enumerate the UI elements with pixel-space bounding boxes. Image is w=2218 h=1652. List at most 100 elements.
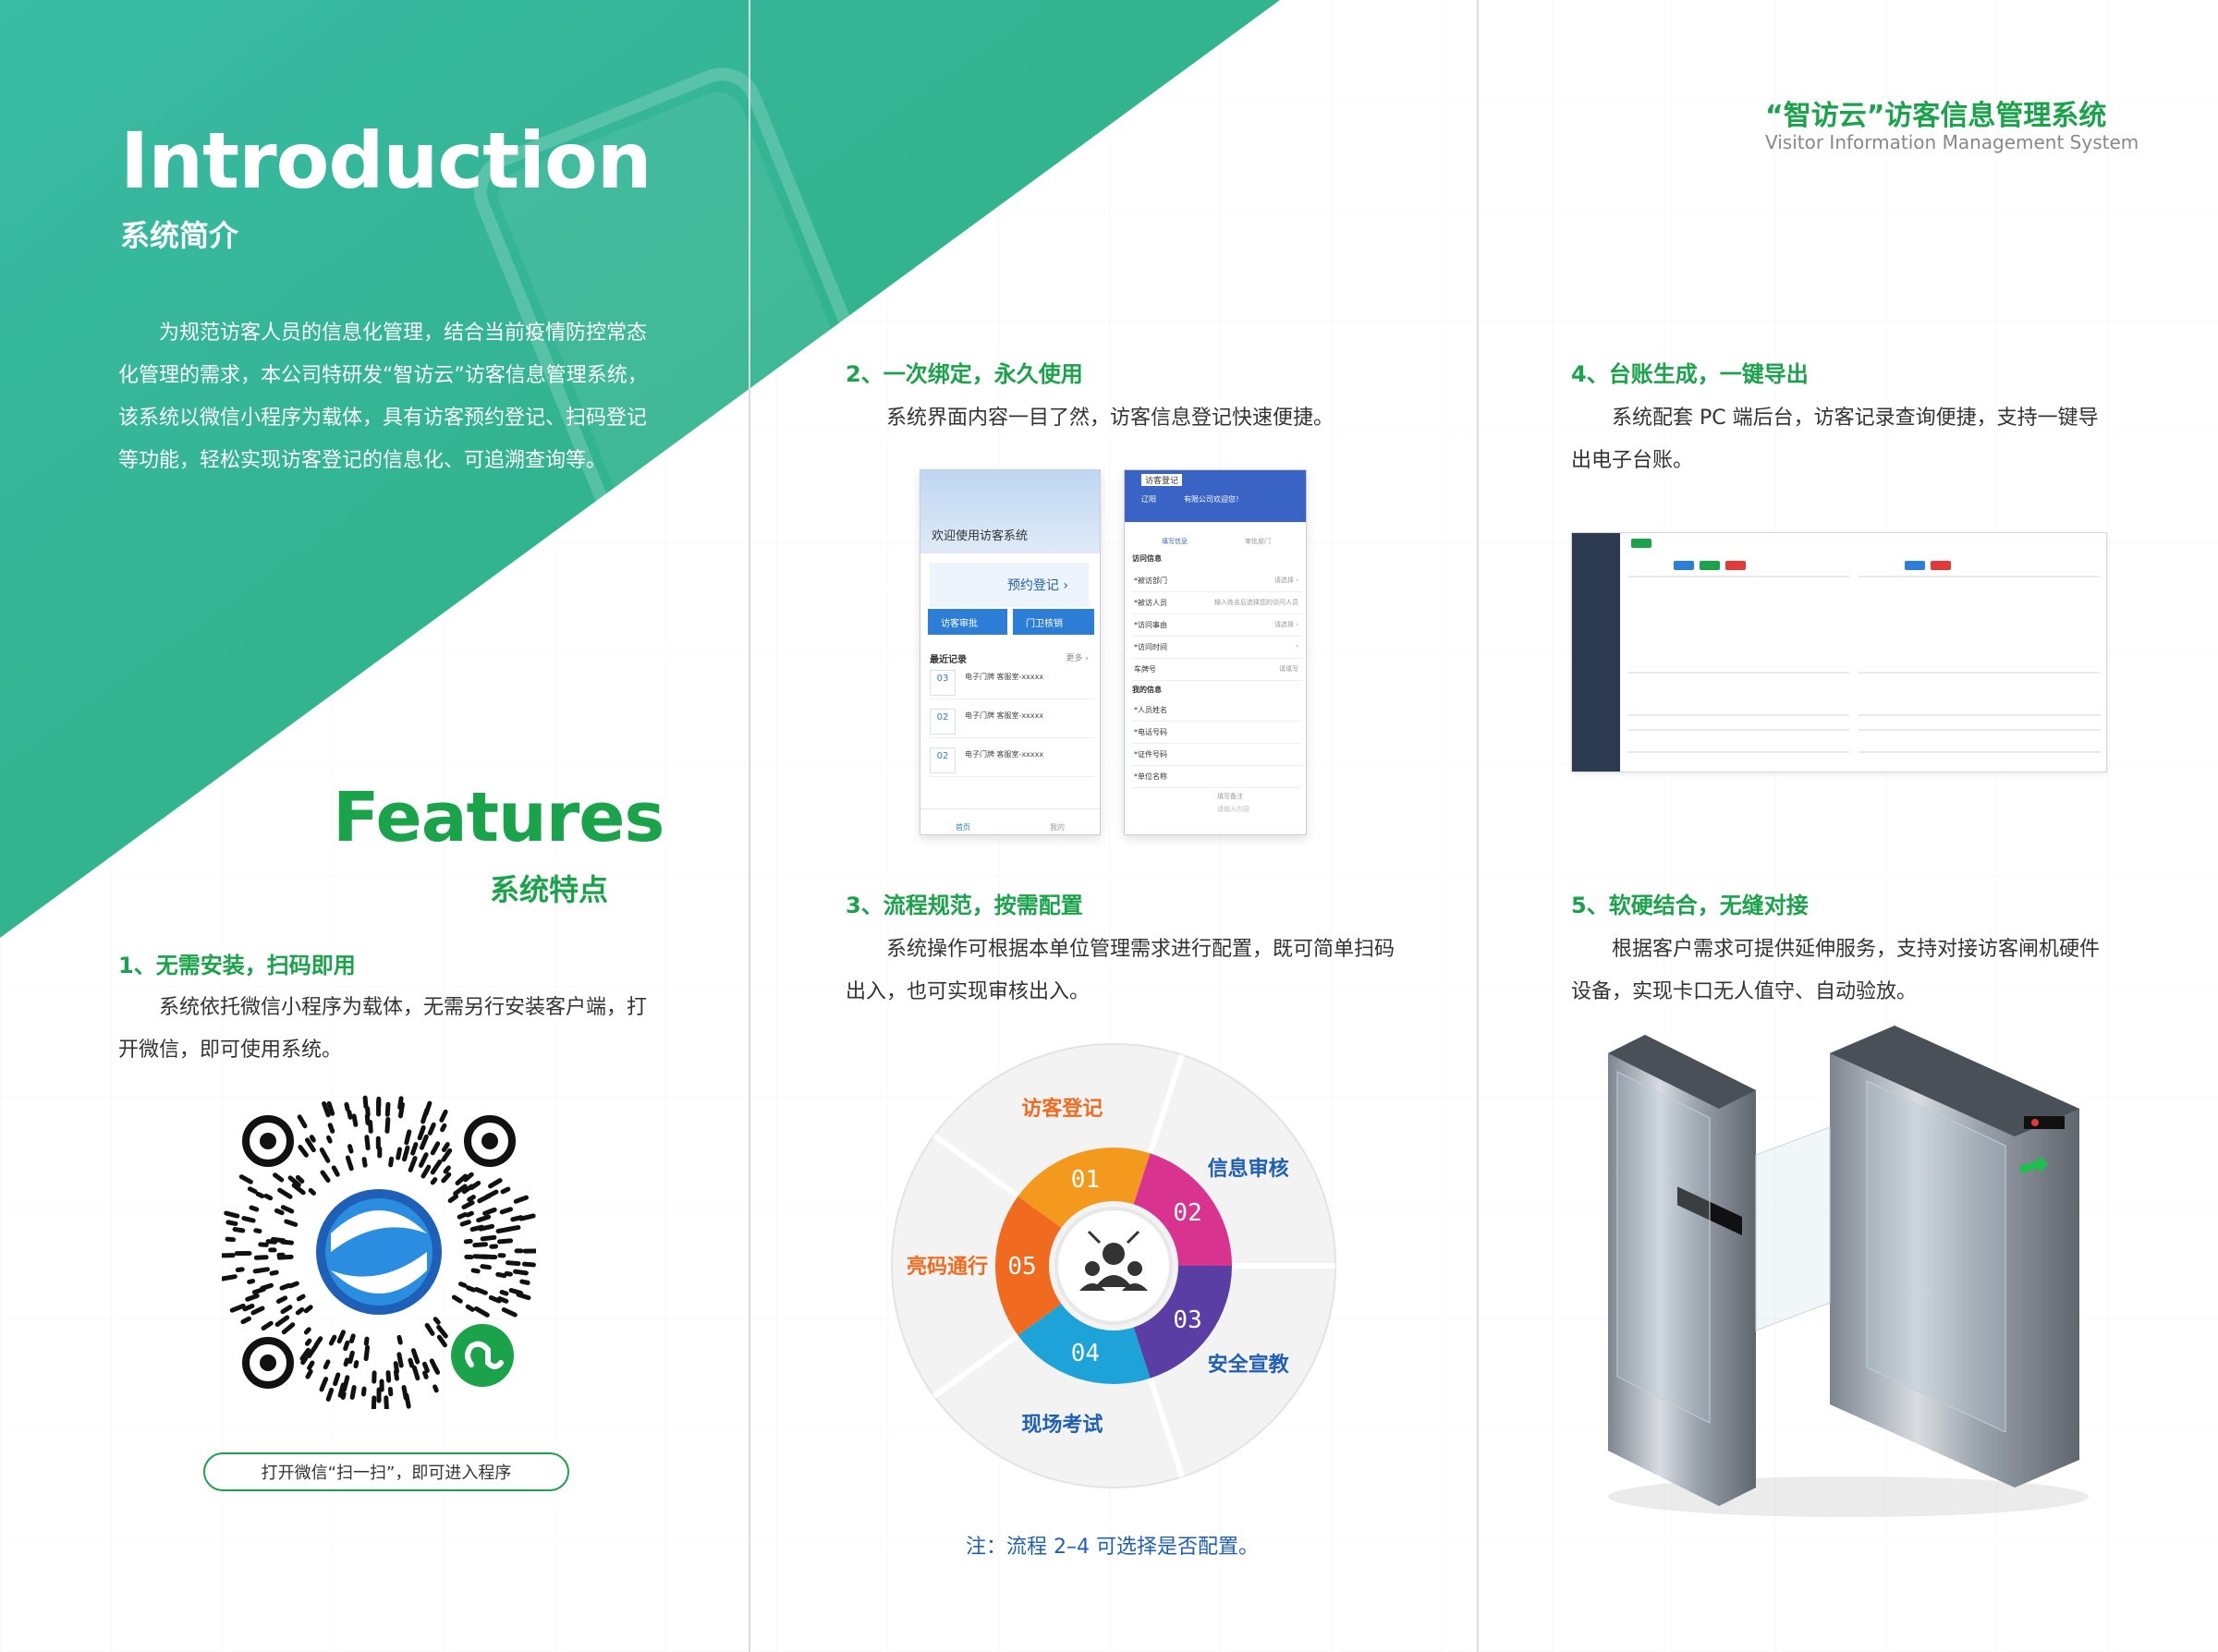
remark-input[interactable]: 请输入内容 bbox=[1217, 806, 1249, 813]
field-value: 请填写 bbox=[1279, 665, 1298, 673]
phone-screenshot-home: 欢迎使用访客系统 预约登记 › 访客审批 门卫核销 最近记录 更多 › 03 电… bbox=[920, 469, 1101, 835]
wheel-step-label: 安全宣教 bbox=[1208, 1353, 1290, 1377]
record-day: 02 bbox=[930, 747, 956, 773]
admin-table-line bbox=[1858, 729, 2101, 731]
mini-program-qr-code[interactable] bbox=[222, 1095, 536, 1409]
wheel-step-label: 现场考试 bbox=[1021, 1414, 1103, 1437]
wheel-divider bbox=[932, 1332, 1020, 1399]
features-title: Features bbox=[333, 778, 664, 857]
form-field[interactable]: *被访部门请选择 › bbox=[1132, 570, 1302, 592]
recent-records-heading: 最近记录 bbox=[930, 655, 967, 665]
wheel-step-label: 信息审核 bbox=[1208, 1157, 1289, 1181]
record-row[interactable]: 02 电子门牌 客服室-xxxxx bbox=[930, 705, 1094, 738]
field-label: *单位名称 bbox=[1134, 772, 1167, 781]
field-value: 请选择 › bbox=[1274, 577, 1298, 584]
intro-subtitle: 系统简介 bbox=[120, 218, 239, 253]
admin-table-line bbox=[1627, 576, 1849, 577]
admin-search-button bbox=[1905, 561, 1925, 570]
fold-line-1 bbox=[749, 0, 750, 1652]
record-day: 02 bbox=[930, 709, 956, 735]
mini-program-icon bbox=[451, 1324, 514, 1387]
tab-me[interactable]: 我的 bbox=[1050, 823, 1065, 832]
feature-3-title: 3、流程规范，按需配置 bbox=[846, 893, 1083, 918]
feature-5-title: 5、软硬结合，无缝对接 bbox=[1571, 893, 1809, 918]
step-2: 审批部门 bbox=[1245, 538, 1271, 545]
process-note: 注：流程 2–4 可选择是否配置。 bbox=[966, 1536, 1259, 1559]
form-group-visit: 访问信息 bbox=[1132, 554, 1162, 563]
feature-1-body: 系统依托微信小程序为载体，无需另行安装客户端，打开微信，即可使用系统。 bbox=[118, 996, 648, 1062]
field-label: *人员姓名 bbox=[1134, 706, 1167, 714]
form-field[interactable]: *被访人员 输入姓名后选择您的访问人员 bbox=[1132, 592, 1302, 614]
form-field[interactable]: *电话号码 bbox=[1132, 722, 1302, 744]
tab-home[interactable]: 首页 bbox=[956, 823, 970, 832]
wheel-segment-01 bbox=[1018, 1148, 1151, 1228]
record-row[interactable]: 03 电子门牌 客服室-xxxxx bbox=[930, 666, 1094, 699]
feature-2-title: 2、一次绑定，永久使用 bbox=[846, 361, 1083, 387]
admin-sidebar bbox=[1572, 533, 1620, 771]
field-label: *被访人员 bbox=[1134, 599, 1167, 607]
wheel-step-number: 01 bbox=[1071, 1166, 1100, 1194]
form-field[interactable]: 车牌号请填写 bbox=[1132, 659, 1302, 681]
admin-table-line bbox=[1627, 751, 1849, 753]
record-row[interactable]: 02 电子门牌 客服室-xxxxx bbox=[930, 744, 1094, 777]
feature-1-title: 1、无需安装，扫码即用 bbox=[118, 953, 356, 978]
visitor-review-button[interactable]: 访客审批 bbox=[928, 609, 1007, 635]
company-logo-icon bbox=[316, 1189, 442, 1315]
form-title: 访客登记 bbox=[1141, 474, 1183, 486]
phone-welcome-text: 欢迎使用访客系统 bbox=[932, 529, 1029, 543]
record-text: 电子门牌 客服室-xxxxx bbox=[965, 750, 1044, 759]
features-subtitle: 系统特点 bbox=[490, 872, 609, 907]
record-text: 电子门牌 客服室-xxxxx bbox=[965, 711, 1044, 720]
more-link[interactable]: 更多 › bbox=[1066, 654, 1089, 663]
admin-table-line bbox=[1627, 729, 1849, 731]
form-field[interactable]: *人员姓名 bbox=[1132, 699, 1302, 722]
wheel-step-number: 04 bbox=[1071, 1340, 1100, 1367]
field-value: 输入姓名后选择您的访问人员 bbox=[1214, 599, 1298, 606]
admin-tag bbox=[1631, 539, 1651, 548]
wheel-segment-03 bbox=[1133, 1266, 1232, 1379]
wheel-divider bbox=[1147, 1377, 1186, 1478]
gate-verify-button[interactable]: 门卫核销 bbox=[1013, 609, 1094, 635]
field-value: 请选择 › bbox=[1274, 621, 1298, 628]
brand-title-en: Visitor Information Management System bbox=[1765, 131, 2139, 153]
phone-screenshot-register-form: 访客登记 辽阳 有限公司欢迎您！ 填写信息 审批部门 访问信息 *被访部门请选择… bbox=[1124, 469, 1307, 835]
form-field[interactable]: *证件号码 bbox=[1132, 744, 1302, 766]
admin-table-line bbox=[1858, 714, 2101, 716]
wheel-divider bbox=[1147, 1053, 1186, 1155]
form-group-me: 我的信息 bbox=[1132, 686, 1162, 694]
field-value: › bbox=[1296, 642, 1298, 650]
fold-line-2 bbox=[1477, 0, 1479, 1652]
turnstile-gate-image bbox=[1608, 1026, 2089, 1517]
field-label: *证件号码 bbox=[1134, 750, 1167, 759]
wheel-segment-02 bbox=[1133, 1153, 1232, 1266]
step-1: 填写信息 bbox=[1162, 538, 1188, 545]
admin-table-line bbox=[1858, 751, 2101, 753]
wheel-segment-05 bbox=[995, 1196, 1062, 1336]
admin-table-line bbox=[1627, 672, 1849, 674]
form-field[interactable]: *访问时间› bbox=[1132, 637, 1302, 659]
intro-body: 为规范访客人员的信息化管理，结合当前疫情防控常态化管理的需求，本公司特研发“智访… bbox=[118, 322, 648, 472]
admin-table-line bbox=[1858, 576, 2101, 577]
hero-green-triangle bbox=[0, 0, 1280, 938]
admin-table-line bbox=[1858, 672, 2101, 674]
qr-caption: 打开微信“扫一扫”，即可进入程序 bbox=[203, 1452, 569, 1491]
remark-label: 填写备注 bbox=[1217, 793, 1243, 800]
wheel-segment-04 bbox=[1018, 1304, 1151, 1384]
feature-5-body: 根据客户需求可提供延伸服务，支持对接访客闸机硬件设备，实现卡口无人值守、自动验放… bbox=[1571, 938, 2101, 1003]
admin-delete-button bbox=[1725, 561, 1746, 570]
feature-2-body: 系统界面内容一目了然，访客信息登记快速便捷。 bbox=[886, 407, 1334, 430]
appointment-banner[interactable]: 预约登记 › bbox=[930, 563, 1089, 607]
form-field[interactable]: *访问事由 请选择 › bbox=[1132, 614, 1302, 637]
field-label: *访问事由 bbox=[1134, 621, 1167, 629]
wheel-divider bbox=[932, 1133, 1020, 1199]
qr-finder-marks bbox=[242, 1115, 516, 1389]
feature-3-body: 系统操作可根据本单位管理需求进行配置，既可简单扫码出入，也可实现审核出入。 bbox=[846, 938, 1395, 1003]
admin-search-button bbox=[1674, 561, 1694, 570]
appointment-banner-label: 预约登记 › bbox=[1006, 578, 1068, 593]
intro-title: Introduction bbox=[120, 115, 652, 206]
form-field[interactable]: *单位名称 bbox=[1132, 766, 1302, 788]
brand-title-zh: “智访云”访客信息管理系统 bbox=[1765, 100, 2107, 132]
record-day: 03 bbox=[930, 670, 956, 696]
record-text: 电子门牌 客服室-xxxxx bbox=[965, 673, 1044, 681]
